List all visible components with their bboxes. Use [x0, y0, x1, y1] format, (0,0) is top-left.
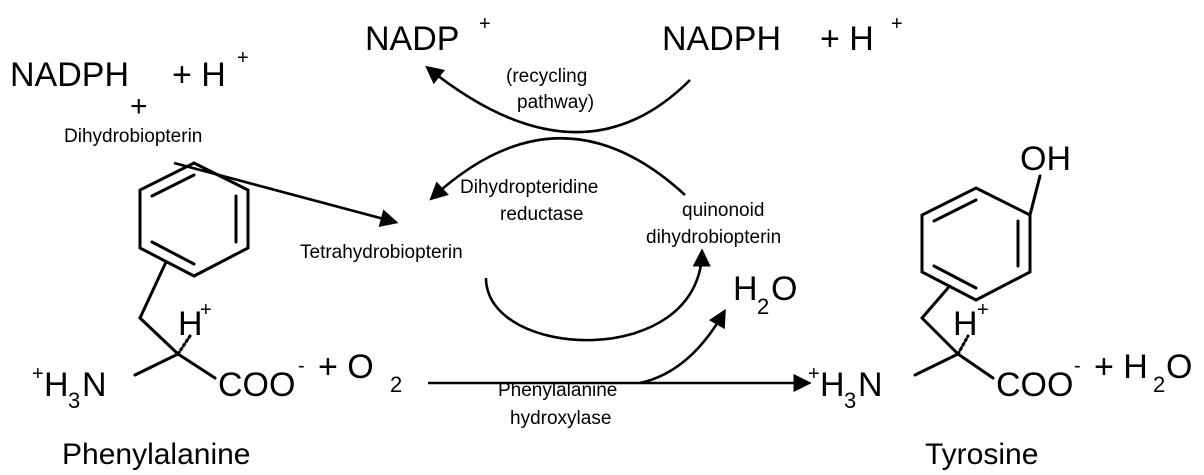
phenylalanine-structure: H + + H 3 N COO - + O 2 Phenylalanine [32, 161, 402, 471]
phe-carboxyl-bond [176, 352, 217, 380]
tyr-h3-sub: 3 [844, 388, 856, 413]
nadph-label-right: NADPH [662, 20, 781, 58]
tyr-h-label: H [953, 305, 978, 343]
phe-h3-h: H [44, 366, 69, 404]
tyrosine-name: Tyrosine [925, 438, 1038, 471]
plus-h-label-right: + H [820, 20, 874, 58]
hydroxylase-label-line1: Phenylalanine [498, 380, 617, 401]
phe-h3-sub: 3 [68, 388, 80, 413]
water-release-arrow [639, 308, 726, 385]
phe-coo-minus: - [298, 355, 305, 377]
phe-h-label: H [178, 305, 203, 343]
tyr-oh-label: OH [1020, 140, 1071, 178]
phe-ring-double-bond-3 [150, 240, 196, 266]
tyr-ring-double-bond-3 [932, 264, 978, 290]
dhpr-arrow-to-tetrahydrobiopterin [429, 136, 686, 201]
nadph-label-left: NADPH [10, 56, 129, 94]
dihydrobiopterin-label: Dihydrobiopterin [64, 126, 202, 147]
h-plus-sup-left: + [237, 47, 249, 69]
phe-amine-bond [133, 352, 180, 377]
tyr-hashed-h-bond [956, 334, 970, 356]
tyr-amine-bond [913, 352, 960, 377]
tyr-alpha-bond [920, 316, 960, 356]
plus-sign-left: + [130, 90, 148, 123]
recycling-label-line2: pathway) [517, 92, 594, 113]
dhpr-label-line2: reductase [500, 204, 583, 225]
phe-hashed-h-bond [176, 334, 192, 356]
tyr-n-label: N [858, 366, 883, 404]
tetrahydrobiopterin-label: Tetrahydrobiopterin [300, 242, 463, 263]
water-product: H 2 O [733, 270, 797, 319]
recycling-label-line1: (recycling [506, 66, 587, 87]
dihydrobiopterin-arrow [173, 161, 399, 228]
tyr-coo-label: COO [996, 366, 1073, 404]
quinonoid-label-line2: dihydrobiopterin [646, 227, 781, 248]
tyr-ring-double-bond-1 [932, 198, 978, 223]
water-h: H [733, 270, 758, 308]
h2o-sub: 2 [1153, 372, 1165, 397]
dhpr-label-line1: Dihydropteridine [460, 177, 598, 198]
tyr-coo-minus: - [1074, 355, 1081, 377]
cofactor-oxidation-arrow [484, 248, 711, 342]
phe-benzene-ring [138, 161, 250, 278]
water-sub-2: 2 [757, 294, 769, 319]
phe-ch2-bond [138, 260, 168, 320]
tyr-ch2-bond [920, 286, 950, 320]
quinonoid-label-line1: quinonoid [682, 200, 764, 221]
tyr-benzene-ring [920, 186, 1032, 302]
o2-sub: 2 [390, 372, 402, 397]
phe-ring-double-bond-1 [150, 173, 196, 198]
plus-h2o-label: + H [1094, 348, 1148, 386]
phe-coo-label: COO [218, 366, 295, 404]
tyr-carboxyl-bond [956, 352, 995, 380]
phe-n-plus: + [32, 363, 44, 385]
recycling-cofactors: NADP + NADPH + H + (recycling pathway) [365, 13, 903, 113]
tyr-h3-h: H [820, 366, 845, 404]
hydroxylase-label-line2: hydroxylase [510, 408, 611, 429]
plus-h-label-left: + H [172, 56, 226, 94]
phenylalanine-name: Phenylalanine [62, 438, 250, 471]
nadp-label: NADP [365, 20, 459, 58]
phe-h-plus: + [200, 299, 212, 321]
nadp-plus-sup: + [479, 13, 491, 35]
phe-n-label: N [82, 366, 107, 404]
tyr-h-plus: + [977, 299, 989, 321]
water-o: O [771, 270, 797, 308]
tyr-oh-bond [1028, 174, 1042, 217]
plus-o2-label: + O [318, 348, 374, 386]
tyrosine-structure: OH H + + H 3 N COO - + H 2 O Tyrosine [808, 140, 1192, 471]
tyr-n-plus: + [808, 363, 820, 385]
top-left-cofactors: NADPH + H + + Dihydrobiopterin [10, 47, 249, 147]
phe-alpha-bond [138, 316, 180, 356]
h-plus-sup-right: + [891, 13, 903, 35]
h2o-o-label: O [1166, 348, 1192, 386]
recycling-arrow-nadph-to-nadp [425, 65, 691, 134]
